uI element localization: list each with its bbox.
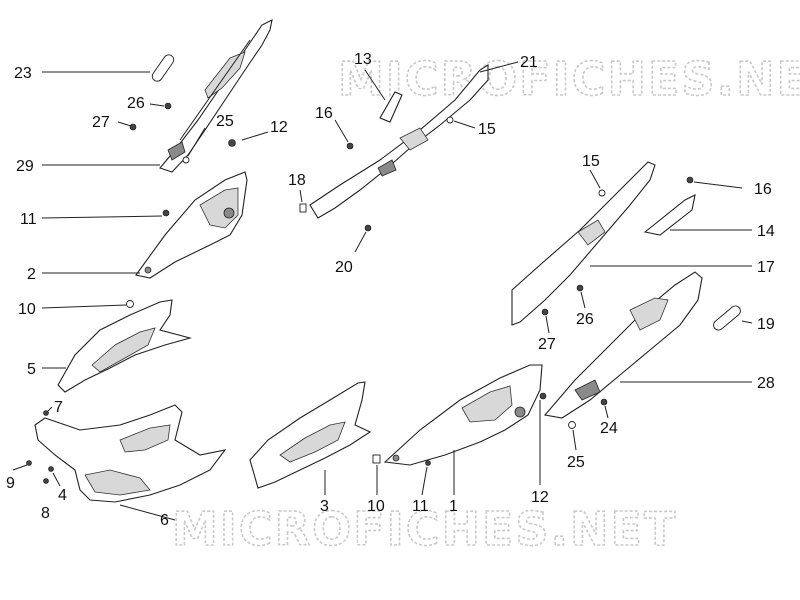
part-bracket-13: [379, 91, 403, 123]
callout-labels: 23 26 27 25 12 29 11 2 10 5 7 9 4 8 6 13…: [6, 51, 775, 529]
callout-11: 11: [20, 211, 37, 228]
part-upper-left-cover: [159, 19, 273, 173]
clip-25b: [568, 421, 576, 429]
clip-15b: [598, 189, 606, 197]
watermark-top: MICROFICHES.NET: [338, 52, 800, 106]
callout-25: 25: [216, 113, 234, 130]
screw-24: [600, 398, 608, 406]
callout-16: 16: [315, 105, 333, 122]
screw-16a: [346, 142, 354, 150]
part-emblem-left: [151, 54, 175, 82]
part-right-upper-panel: [511, 161, 656, 326]
callout-13: 13: [354, 51, 372, 68]
part-left-lower-trim: [57, 299, 193, 393]
callout-28: 28: [757, 375, 775, 392]
part-right-front-panel: [383, 364, 543, 466]
callout-5: 5: [27, 361, 36, 378]
screw-7: [43, 410, 49, 416]
callout-12-bottom: 12: [531, 489, 549, 506]
clip-10b: [372, 454, 381, 464]
callout-9: 9: [6, 475, 15, 492]
callout-21: 21: [520, 54, 538, 71]
callout-3: 3: [320, 498, 329, 515]
callout-4: 4: [58, 487, 67, 504]
callout-15: 15: [478, 121, 496, 138]
callout-17: 17: [757, 259, 775, 276]
callout-20: 20: [335, 259, 353, 276]
screw-8: [43, 478, 49, 484]
callout-23: 23: [14, 65, 32, 82]
screw-4: [48, 466, 54, 472]
callout-11-bottom: 11: [412, 498, 429, 515]
callout-26: 26: [127, 95, 145, 112]
clip-15a: [446, 116, 454, 124]
callout-19: 19: [757, 316, 775, 333]
part-bracket-14: [643, 194, 696, 236]
callout-29: 29: [16, 158, 34, 175]
callout-27: 27: [92, 114, 110, 131]
part-center-frame-panel: [309, 64, 489, 219]
screw-20: [364, 224, 372, 232]
part-lower-center-trim: [249, 381, 372, 489]
screw-27a: [129, 123, 137, 131]
screw-11b: [425, 460, 431, 466]
callout-14: 14: [757, 223, 775, 240]
part-emblem-right: [713, 305, 741, 331]
screw-12a: [228, 139, 236, 147]
part-right-lower-side-panel: [543, 271, 703, 419]
callout-25-right: 25: [567, 454, 585, 471]
part-left-front-panel: [135, 171, 248, 279]
callout-1: 1: [449, 498, 458, 515]
watermark-bottom: MICROFICHES.NET: [172, 502, 677, 556]
callout-6: 6: [160, 512, 169, 529]
clip-18: [299, 203, 307, 213]
leader-lines: [12, 61, 753, 521]
callout-15-right: 15: [582, 153, 600, 170]
clip-25a: [182, 156, 190, 164]
callout-27-right: 27: [538, 336, 556, 353]
part-lower-fairing: [34, 404, 227, 503]
callout-12: 12: [270, 119, 288, 136]
callout-8: 8: [41, 505, 50, 522]
screw-11a: [162, 209, 170, 217]
screw-9: [26, 460, 32, 466]
callout-10-bottom: 10: [367, 498, 385, 515]
callout-2: 2: [27, 266, 36, 283]
callout-10: 10: [18, 301, 36, 318]
screw-12b: [539, 392, 547, 400]
screw-16b: [686, 176, 694, 184]
callout-16-right: 16: [754, 181, 772, 198]
clip-10a: [126, 300, 134, 308]
callout-7: 7: [54, 399, 63, 416]
callout-18: 18: [288, 172, 306, 189]
callout-24: 24: [600, 420, 618, 437]
screw-26a: [164, 102, 172, 110]
screw-27b: [541, 308, 549, 316]
callout-26-right: 26: [576, 311, 594, 328]
screw-26b: [576, 284, 584, 292]
